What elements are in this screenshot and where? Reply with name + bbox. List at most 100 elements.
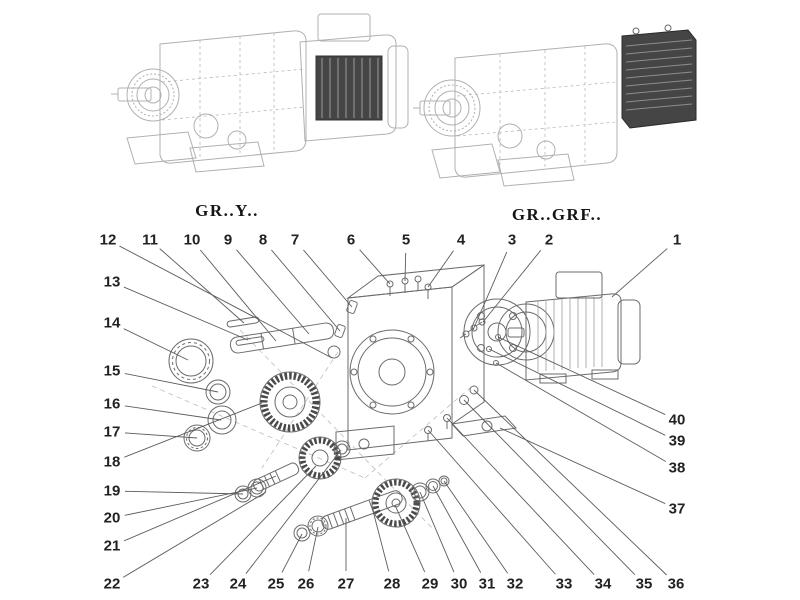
leader-line-1	[611, 248, 668, 298]
leader-line-31	[432, 485, 482, 573]
output-shaft-assembly	[293, 475, 450, 542]
leader-line-38	[495, 362, 666, 462]
callout-number-36: 36	[665, 575, 687, 593]
callout-number-14: 14	[101, 314, 123, 332]
leader-line-30	[419, 491, 455, 573]
callout-number-22: 22	[101, 575, 123, 593]
callout-number-13: 13	[101, 273, 123, 291]
callout-number-6: 6	[344, 231, 358, 249]
leader-line-14	[123, 328, 189, 361]
leader-line-35	[463, 399, 636, 576]
leader-line-39	[488, 348, 666, 436]
leader-line-22	[122, 491, 267, 578]
leader-line-10	[199, 249, 277, 342]
helical-gear-mid	[298, 436, 351, 480]
construction-lines	[151, 329, 471, 529]
ball-bearing-small	[183, 424, 211, 452]
leader-line-24	[245, 449, 342, 574]
callout-number-17: 17	[101, 423, 123, 441]
callout-number-19: 19	[101, 482, 123, 500]
callout-number-5: 5	[399, 231, 413, 249]
variant-label-gr-grf: GR..GRF..	[511, 205, 603, 224]
leader-line-17	[124, 432, 198, 439]
input-shaft	[226, 316, 341, 359]
callout-number-31: 31	[476, 575, 498, 593]
ball-bearing-large	[168, 338, 214, 384]
leader-line-26	[308, 526, 319, 572]
motor-exploded	[497, 271, 641, 384]
callout-number-30: 30	[448, 575, 470, 593]
exploded-view	[151, 264, 641, 542]
callout-number-21: 21	[101, 537, 123, 555]
callout-number-34: 34	[592, 575, 614, 593]
callout-number-1: 1	[670, 231, 684, 249]
callout-number-39: 39	[666, 432, 688, 450]
leader-line-28	[371, 506, 390, 572]
leader-line-34	[446, 417, 595, 575]
callout-number-40: 40	[666, 411, 688, 429]
helical-gear-large	[259, 371, 321, 433]
assembled-gearmotor-gr-grf	[413, 24, 697, 187]
callout-number-3: 3	[505, 231, 519, 249]
variant-label-gr-y: GR..Y..	[195, 201, 259, 220]
leader-line-4	[427, 250, 454, 288]
callout-number-29: 29	[419, 575, 441, 593]
leader-line-37	[499, 427, 666, 504]
leader-line-15	[124, 373, 219, 393]
leader-line-40	[497, 336, 666, 415]
leader-line-9	[236, 249, 310, 335]
callout-number-2: 2	[542, 231, 556, 249]
oil-seal	[207, 405, 237, 435]
callout-number-12: 12	[97, 231, 119, 249]
leader-line-23	[209, 465, 317, 576]
callout-number-18: 18	[101, 453, 123, 471]
housing-top-bolts	[386, 275, 432, 299]
leader-line-13	[123, 286, 249, 341]
leader-line-12	[119, 245, 333, 359]
callout-number-25: 25	[265, 575, 287, 593]
callout-number-24: 24	[227, 575, 249, 593]
leader-line-2	[482, 249, 542, 323]
callout-number-4: 4	[454, 231, 468, 249]
leader-line-36	[473, 389, 667, 576]
assembled-gearmotor-gr-y	[111, 13, 409, 173]
leader-lines	[119, 245, 668, 578]
leader-line-18	[123, 402, 263, 458]
callout-number-15: 15	[101, 362, 123, 380]
callout-number-9: 9	[221, 231, 235, 249]
callout-number-16: 16	[101, 395, 123, 413]
callout-number-38: 38	[666, 459, 688, 477]
callout-number-37: 37	[666, 500, 688, 518]
leader-line-7	[303, 249, 353, 308]
gear-housing	[334, 264, 518, 461]
callout-number-11: 11	[140, 231, 160, 249]
callout-number-26: 26	[295, 575, 317, 593]
spacer-ring	[205, 379, 231, 405]
input-shaft-hub-gr-y	[111, 68, 180, 122]
leader-line-32	[443, 480, 508, 574]
leader-line-29	[394, 504, 426, 573]
callout-number-8: 8	[256, 231, 270, 249]
callout-number-32: 32	[504, 575, 526, 593]
leader-line-8	[271, 249, 341, 332]
leader-line-20	[124, 487, 258, 516]
motor-gr-y	[299, 13, 409, 142]
callout-number-10: 10	[181, 231, 203, 249]
fin-block-gr-grf	[621, 24, 697, 129]
callout-number-35: 35	[633, 575, 655, 593]
leader-line-3	[472, 251, 508, 331]
leader-line-11	[159, 248, 245, 324]
pinion-shaft-upper	[234, 462, 300, 503]
leader-line-21	[123, 475, 277, 542]
callout-number-20: 20	[101, 509, 123, 527]
callout-number-27: 27	[335, 575, 357, 593]
leader-line-5	[404, 252, 407, 282]
callout-number-28: 28	[381, 575, 403, 593]
leader-line-6	[359, 249, 391, 285]
callout-number-33: 33	[553, 575, 575, 593]
input-shaft-hub-gr-grf	[413, 79, 481, 137]
output-flange	[459, 298, 531, 366]
leader-line-25	[281, 533, 303, 573]
